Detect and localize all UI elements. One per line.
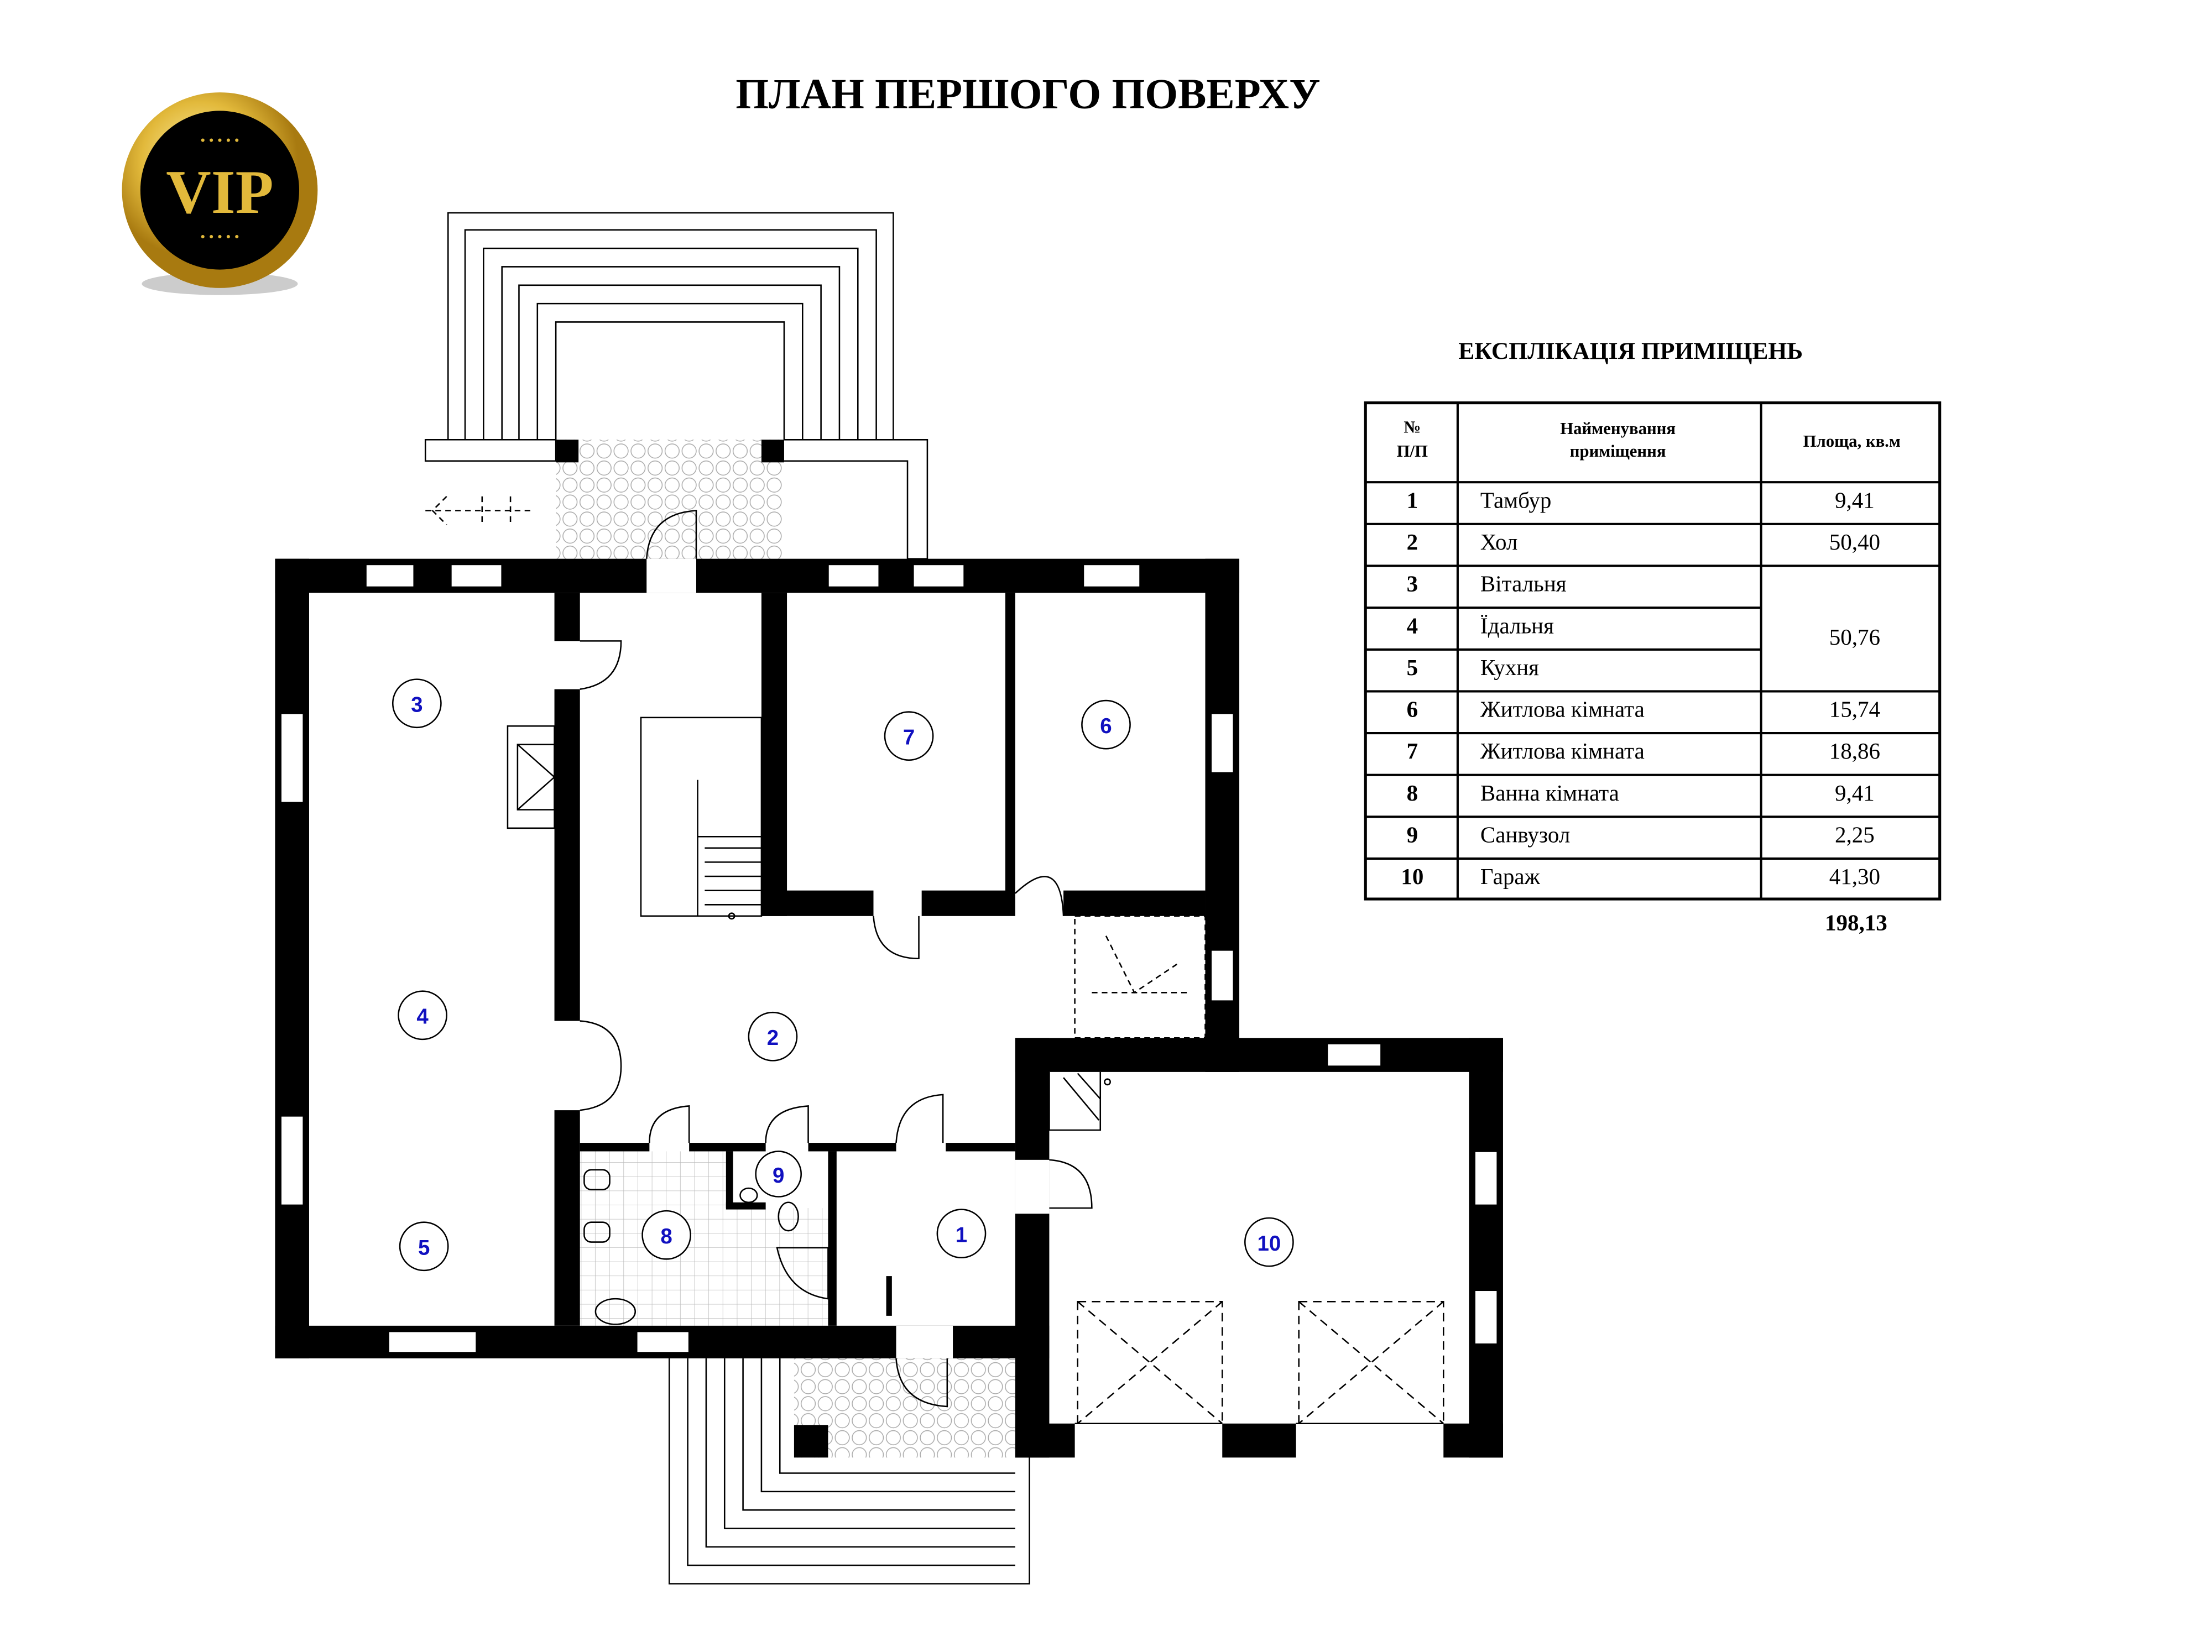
room-name: Тамбур [1480, 487, 1552, 513]
room-label-7: 7 [884, 711, 934, 761]
table-row: 9 Санвузол 2,25 [1407, 822, 1875, 847]
porch-column [794, 1425, 828, 1458]
table-row: 5 Кухня [1407, 655, 1540, 680]
staircase [640, 717, 763, 920]
table-row: 4 Їдальня 50,76 [1407, 613, 1880, 650]
table-row: 1 Тамбур 9,41 [1407, 487, 1875, 513]
header-name-line1: Найменування [1560, 419, 1676, 438]
table-row: 8 Ванна кімната 9,41 [1407, 780, 1875, 806]
total-area: 198,13 [1825, 909, 1887, 935]
room-label-2: 2 [748, 1011, 798, 1062]
table-row: 6 Житлова кімната 15,74 [1407, 697, 1880, 722]
garage-parking-spots [1077, 1300, 1444, 1425]
back-porch-tiles [794, 1358, 1015, 1458]
row-number: 4 [1407, 613, 1418, 638]
room-name: Житлова кімната [1480, 738, 1645, 764]
porch-column [556, 440, 579, 463]
room-label-6: 6 [1081, 699, 1131, 750]
svg-text:9: 9 [773, 1164, 784, 1188]
logo-text: VIP [166, 158, 273, 227]
logo-dots-bottom: • • • • • [200, 228, 239, 244]
windows [280, 558, 1498, 1358]
room-area: 2,25 [1835, 822, 1875, 847]
svg-text:1: 1 [956, 1224, 967, 1247]
row-number: 7 [1407, 738, 1418, 764]
vip-logo: VIP • • • • • • • • • • [122, 92, 318, 295]
header-area: Площа, кв.м [1803, 432, 1901, 451]
front-porch-tiles [556, 440, 783, 559]
room-name: Кухня [1480, 655, 1539, 680]
svg-text:5: 5 [418, 1236, 430, 1260]
room-name: Хол [1480, 529, 1517, 555]
row-number: 2 [1407, 529, 1418, 555]
row-number: 5 [1407, 655, 1418, 680]
header-no-line1: № [1404, 417, 1421, 436]
svg-text:6: 6 [1100, 714, 1112, 738]
wc-toilet-icon [778, 1201, 799, 1232]
table-row: 10 Гараж 41,30 [1401, 864, 1880, 889]
explication-heading: ЕКСПЛІКАЦІЯ ПРИМІЩЕНЬ [1458, 338, 1803, 364]
garage-staircase [1048, 1071, 1111, 1131]
porch-column [761, 440, 784, 463]
room-area: 9,41 [1835, 780, 1875, 806]
room-area: 15,74 [1829, 697, 1880, 722]
svg-text:8: 8 [660, 1225, 672, 1248]
room-label-9: 9 [755, 1151, 802, 1198]
svg-text:3: 3 [411, 693, 422, 717]
room-area: 50,40 [1829, 529, 1880, 555]
room-label-8: 8 [641, 1210, 692, 1260]
porch-stair-arrow [425, 495, 532, 526]
header-no-line2: П/П [1397, 442, 1428, 461]
bidet-icon [583, 1169, 611, 1190]
room-area: 9,41 [1835, 487, 1875, 513]
room-labels: 1 2 3 4 5 6 7 8 9 10 [392, 678, 1294, 1272]
room-name: Їдальня [1480, 613, 1554, 638]
room-name: Ванна кімната [1480, 780, 1619, 806]
room-name: Житлова кімната [1480, 697, 1645, 722]
svg-text:10: 10 [1257, 1232, 1281, 1256]
room-area: 18,86 [1829, 738, 1880, 764]
room-label-3: 3 [392, 678, 442, 729]
row-number: 8 [1407, 780, 1418, 806]
row-number: 6 [1407, 697, 1418, 722]
svg-text:7: 7 [903, 726, 915, 750]
room-label-1: 1 [936, 1209, 987, 1259]
row-number: 9 [1407, 822, 1418, 847]
sink-icon [594, 1298, 636, 1325]
logo-dots-top: • • • • • [200, 132, 239, 148]
room-label-4: 4 [398, 990, 447, 1041]
room-name: Гараж [1480, 864, 1541, 889]
fireplace-icon [507, 725, 556, 829]
room-name: Санвузол [1480, 822, 1570, 847]
row-number: 3 [1407, 571, 1418, 597]
svg-text:4: 4 [416, 1005, 429, 1029]
explication-table: № П/П Найменування приміщення Площа, кв.… [1364, 401, 1942, 935]
table-row: 7 Житлова кімната 18,86 [1407, 738, 1880, 764]
room-name: Вітальня [1480, 571, 1567, 597]
room-label-10: 10 [1244, 1217, 1294, 1267]
table-row: 3 Вітальня [1407, 571, 1567, 597]
shower-icon [776, 1247, 829, 1300]
staircase-2 [1074, 915, 1206, 1039]
toilet-icon [583, 1221, 611, 1243]
walls [275, 558, 1503, 1458]
room-area: 41,30 [1829, 864, 1880, 889]
header-name-line2: приміщення [1570, 442, 1666, 461]
room-label-5: 5 [399, 1221, 449, 1272]
room-area: 50,76 [1829, 624, 1880, 650]
page-title: ПЛАН ПЕРШОГО ПОВЕРХУ [735, 70, 1320, 117]
svg-text:2: 2 [767, 1026, 779, 1050]
row-number: 10 [1401, 864, 1423, 889]
bottom-porch-steps [668, 1358, 1030, 1585]
table-row: 2 Хол 50,40 [1407, 529, 1880, 555]
row-number: 1 [1407, 487, 1418, 513]
doors [580, 510, 1093, 1408]
